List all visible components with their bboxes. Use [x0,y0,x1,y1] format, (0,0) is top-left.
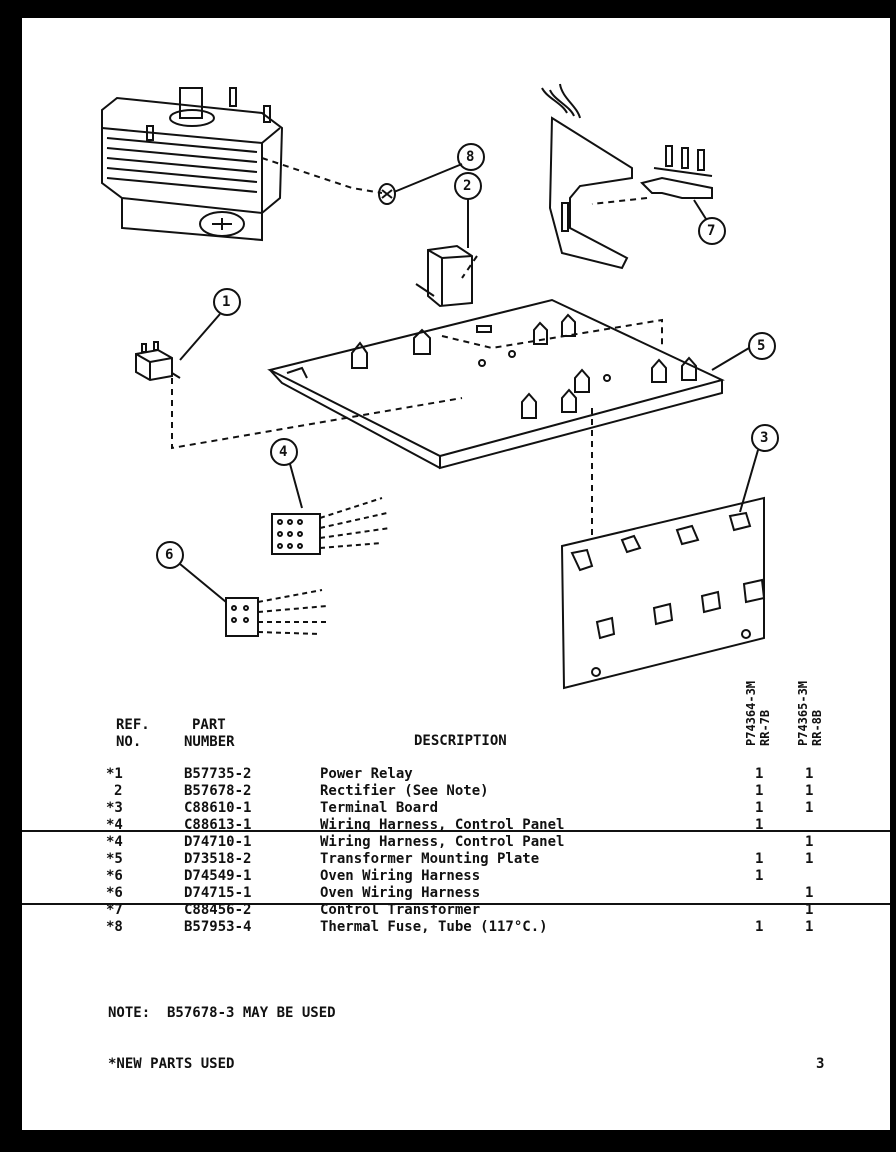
description-cell: Transformer Mounting Plate [320,851,540,867]
model-1-qty-cell: 1 [755,817,764,833]
model-1-qty-cell: 1 [755,868,764,884]
ref-cell: *3 [106,800,123,816]
ref-cell: *4 [106,817,123,833]
oven-harness-drawing [225,589,328,637]
callout-leaders [156,143,779,603]
callout-3-label: 3 [760,430,769,446]
header-model-2-line2: RR-8B [810,709,824,746]
model-2-qty-cell: 1 [805,902,814,918]
part-cell: D74549-1 [184,868,252,884]
thermal-fuse-drawing [378,183,396,205]
power-relay-drawing [135,341,181,382]
parts-page: 1 2 3 4 5 6 7 8 REF. NO. PART NUMBER DES… [22,18,890,1130]
header-ref-line1: REF. [116,717,150,733]
part-cell: D73518-2 [184,851,252,867]
table-row: *4 D74710-1 Wiring Harness, Control Pane… [22,834,890,851]
model-2-qty-cell: 1 [805,800,814,816]
header-ref-line2: NO. [116,734,142,750]
mounting-plate-drawing [267,298,725,470]
header-model-1-line2: RR-7B [758,709,772,746]
model-1-qty-cell: 1 [755,851,764,867]
ref-cell: *7 [106,902,123,918]
ref-cell: *5 [106,851,123,867]
model-1-qty-cell: 1 [755,800,764,816]
table-row: *6 D74549-1 Oven Wiring Harness 1 [22,868,890,885]
callout-8-label: 8 [466,149,475,165]
description-cell: Wiring Harness, Control Panel [320,834,565,850]
model-1-qty-cell: 1 [755,766,764,782]
model-2-qty-cell: 1 [805,783,814,799]
callout-6-label: 6 [165,547,174,563]
ref-cell: *1 [106,766,123,782]
model-1-qty-cell: 1 [755,919,764,935]
callout-1-label: 1 [222,294,231,310]
part-cell: B57953-4 [184,919,252,935]
part-cell: D74710-1 [184,834,252,850]
page-number: 3 [816,1056,825,1072]
table-row: *6 D74715-1 Oven Wiring Harness 1 [22,885,890,902]
description-cell: Wiring Harness, Control Panel [320,817,565,833]
table-divider [22,903,890,905]
model-1-qty-cell: 1 [755,783,764,799]
part-cell: D74715-1 [184,885,252,901]
header-model-1-line1: P74364-3M [744,680,758,746]
control-transformer-drawing [101,87,284,242]
ref-cell: *4 [106,834,123,850]
rectifier-drawing [415,244,473,308]
header-part-line1: PART [192,717,226,733]
table-row: *5 D73518-2 Transformer Mounting Plate 1… [22,851,890,868]
note-text: NOTE: B57678-3 MAY BE USED [108,1005,336,1021]
part-cell: B57678-2 [184,783,252,799]
part-cell: B57735-2 [184,766,252,782]
table-divider [22,830,890,832]
description-cell: Control Transformer [320,902,481,918]
exploded-parts-diagram [101,83,779,690]
table-row: *7 C88456-2 Control Transformer 1 [22,902,890,919]
terminal-board-drawing [560,496,766,690]
description-cell: Oven Wiring Harness [320,868,481,884]
table-row: *4 C88613-1 Wiring Harness, Control Pane… [22,817,890,834]
table-row: *8 B57953-4 Thermal Fuse, Tube (117°C.) … [22,919,890,936]
model-2-qty-cell: 1 [805,885,814,901]
model-2-qty-cell: 1 [805,851,814,867]
description-cell: Terminal Board [320,800,439,816]
description-cell: Oven Wiring Harness [320,885,481,901]
model-2-qty-cell: 1 [805,766,814,782]
model-2-qty-cell: 1 [805,919,814,935]
callout-2-label: 2 [463,178,472,194]
table-row: *3 C88610-1 Terminal Board 1 1 [22,800,890,817]
ref-cell: *6 [106,885,123,901]
header-description: DESCRIPTION [414,733,507,749]
header-model-2-line1: P74365-3M [796,680,810,746]
table-row: 2 B57678-2 Rectifier (See Note) 1 1 [22,783,890,800]
table-row: *1 B57735-2 Power Relay 1 1 [22,766,890,783]
part-cell: C88610-1 [184,800,252,816]
new-parts-note: *NEW PARTS USED [108,1056,235,1072]
ref-cell: *8 [106,919,123,935]
ref-cell: *6 [106,868,123,884]
description-cell: Power Relay [320,766,413,782]
ref-cell: 2 [114,783,123,799]
callout-4-label: 4 [279,444,288,460]
description-cell: Rectifier (See Note) [320,783,489,799]
part-cell: C88613-1 [184,817,252,833]
model-2-qty-cell: 1 [805,834,814,850]
part-cell: C88456-2 [184,902,252,918]
callout-7-label: 7 [707,223,716,239]
callout-5-label: 5 [757,338,766,354]
header-part-line2: NUMBER [184,734,235,750]
control-transformer-bracket-drawing [541,83,713,270]
description-cell: Thermal Fuse, Tube (117°C.) [320,919,548,935]
control-panel-harness-drawing [271,497,391,555]
